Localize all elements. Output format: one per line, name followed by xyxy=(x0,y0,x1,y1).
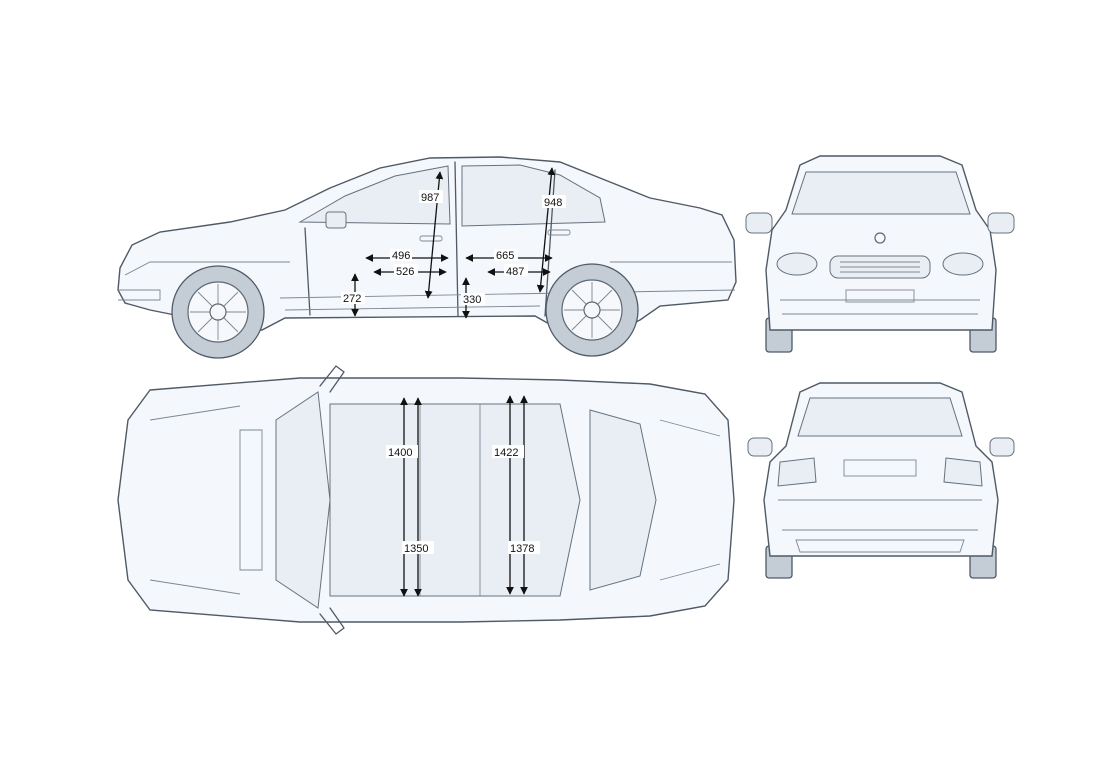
dim-label-526: 526 xyxy=(396,266,414,278)
rear-wheel xyxy=(545,263,639,357)
rear-left-taillight xyxy=(777,457,817,487)
top-rear-window xyxy=(589,409,657,591)
top-left-mirror xyxy=(319,365,345,393)
dim-label-272: 272 xyxy=(343,293,361,305)
dim-label-1400: 1400 xyxy=(388,447,412,459)
top-windshield xyxy=(275,391,331,609)
rear-right-mirror xyxy=(989,437,1015,457)
rear-license-plate xyxy=(843,459,917,477)
front-emblem xyxy=(874,232,886,244)
dim-label-1378: 1378 xyxy=(510,543,534,555)
front-wheel xyxy=(171,265,265,359)
rear-left-mirror xyxy=(747,437,773,457)
front-right-headlight xyxy=(942,252,984,276)
dim-label-487: 487 xyxy=(506,266,524,278)
front-license-plate xyxy=(845,289,915,303)
rear-view xyxy=(747,382,1015,579)
front-windshield xyxy=(791,171,971,215)
rear-right-taillight xyxy=(943,457,983,487)
dim-label-496: 496 xyxy=(392,250,410,262)
dim-label-665: 665 xyxy=(496,250,514,262)
top-view: 1400 1422 1350 1378 xyxy=(117,365,735,635)
dim-label-948: 948 xyxy=(544,197,562,209)
front-view xyxy=(745,155,1015,353)
dim-label-1350: 1350 xyxy=(404,543,428,555)
dim-label-330: 330 xyxy=(463,294,481,306)
side-view: 987 948 496 526 665 487 272 330 xyxy=(117,156,737,359)
dim-label-1422: 1422 xyxy=(494,447,518,459)
rear-window xyxy=(797,397,963,437)
front-left-headlight xyxy=(776,252,818,276)
top-right-mirror xyxy=(319,607,345,635)
side-mirror xyxy=(325,211,347,229)
front-left-mirror xyxy=(745,212,773,234)
top-roof xyxy=(329,403,581,597)
front-right-mirror xyxy=(987,212,1015,234)
dim-label-987: 987 xyxy=(421,192,439,204)
